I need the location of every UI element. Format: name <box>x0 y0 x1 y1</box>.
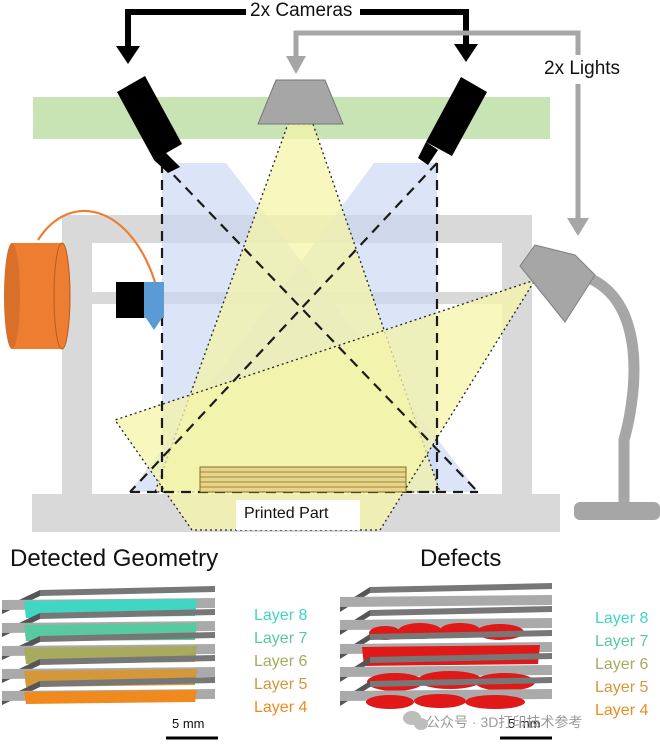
side-lamp <box>519 244 660 520</box>
geometry-layer-legend: Layer 8 Layer 7 Layer 6 Layer 5 Layer 4 <box>254 604 307 719</box>
defects-layer-stack <box>340 583 552 709</box>
geometry-panel-title: Detected Geometry <box>10 545 219 572</box>
defects-legend-layer-6: Layer 6 <box>595 656 649 673</box>
left-camera <box>117 76 182 173</box>
defect-blobs-layer-4 <box>366 694 525 709</box>
geometry-layer-stack <box>2 586 215 705</box>
defects-legend-layer-8: Layer 8 <box>595 610 649 627</box>
print-head <box>116 282 164 330</box>
geometry-legend-layer-5: Layer 5 <box>254 676 308 693</box>
defects-layer-plate <box>340 583 552 612</box>
defects-legend-layer-4: Layer 4 <box>595 702 649 719</box>
geometry-legend-layer-6: Layer 6 <box>254 653 308 670</box>
lights-arrow-head-side <box>567 218 589 236</box>
geometry-legend-layer-8: Layer 8 <box>254 607 308 624</box>
printed-part <box>199 466 407 493</box>
defects-layer-legend: Layer 8 Layer 7 Layer 6 Layer 5 Layer 4 <box>595 607 648 722</box>
defects-legend-layer-5: Layer 5 <box>595 679 649 696</box>
geometry-legend-layer-7: Layer 7 <box>254 630 308 647</box>
filament-spool <box>4 242 71 350</box>
top-light <box>257 79 344 125</box>
cameras-arrow-head-right <box>454 44 478 62</box>
cameras-arrow-head-left <box>116 46 140 64</box>
defects-legend-layer-7: Layer 7 <box>595 633 649 650</box>
cameras-label: 2x Cameras <box>250 0 353 21</box>
filament-line <box>37 209 157 283</box>
printed-part-label-box <box>236 500 360 530</box>
geometry-legend-layer-4: Layer 4 <box>254 699 308 716</box>
defects-panel-title: Defects <box>420 545 502 572</box>
geometry-layer-4 <box>24 690 197 704</box>
lights-arrow-head-top <box>286 56 306 74</box>
right-camera <box>418 77 487 165</box>
defects-scale-label: 5 mm <box>508 716 541 731</box>
wechat-icon <box>403 711 428 730</box>
lights-label: 2x Lights <box>544 58 621 79</box>
geometry-scale-label: 5 mm <box>172 716 205 731</box>
printed-part-label: Printed Part <box>244 505 329 522</box>
watermark-text: 公众号 · 3D打印技术参考 <box>426 714 583 730</box>
lights-arrow <box>293 30 581 220</box>
